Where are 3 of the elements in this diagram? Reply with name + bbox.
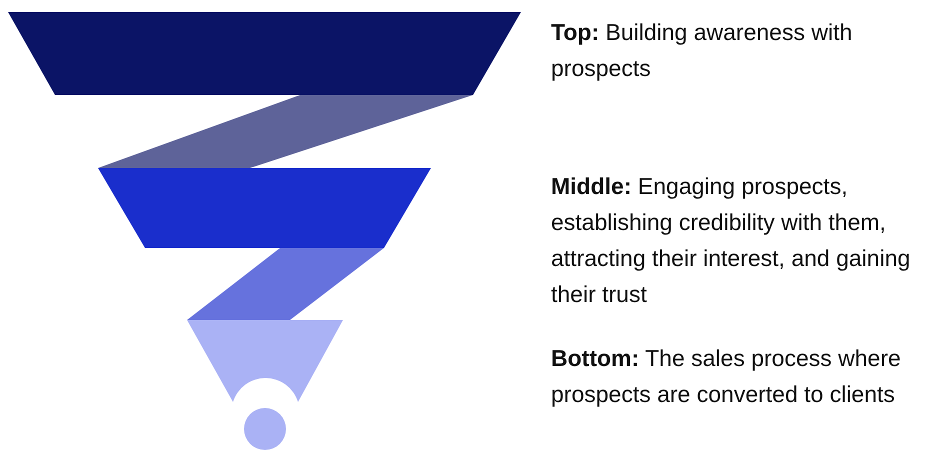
stage-description: Bottom: The sales process where prospects are converted to clients — [551, 344, 902, 409]
stage-description: Middle: Engaging prospects, establishing credibility with them, attracting their interest, and gaining their trust — [551, 172, 912, 309]
stage-description: Top: Building awareness with prospects — [551, 18, 854, 83]
